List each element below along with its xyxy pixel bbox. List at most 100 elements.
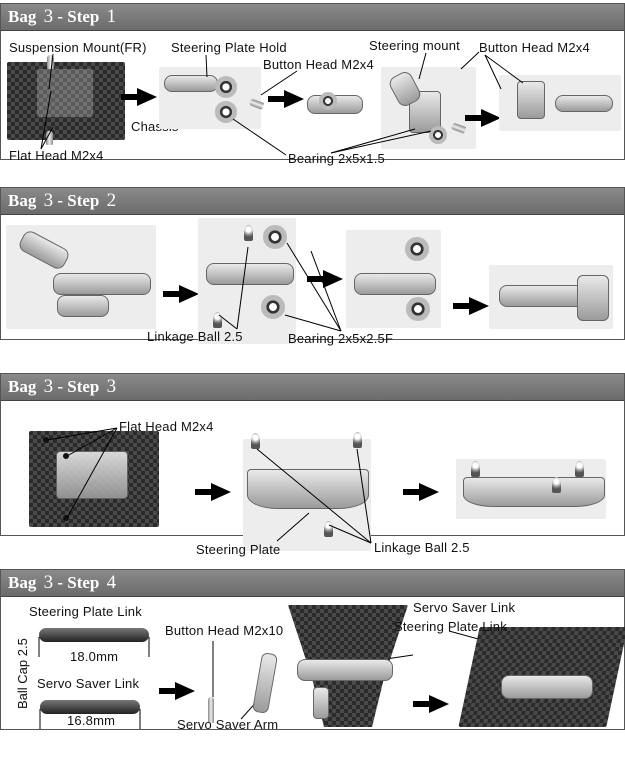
steering-assembly-result-image [501, 675, 593, 699]
arrow-icon [403, 483, 439, 501]
step-3-panel: Bag 3 - Step 3 Flat Head M2x4 Steering P… [0, 373, 625, 557]
button-head-label-1: Button Head M2x4 [263, 57, 374, 72]
step-number: 2 [106, 190, 117, 211]
step-2-body: Linkage Ball 2.5 Bearing 2x5x2.5F [1, 215, 624, 346]
step-label: - Step [57, 191, 100, 210]
ball-cap-label: Ball Cap 2.5 [15, 638, 30, 709]
linkage-ball-image [575, 461, 584, 477]
bearing-image [215, 76, 237, 98]
arrow-icon [195, 483, 231, 501]
step-3-header: Bag 3 - Step 3 [1, 374, 624, 401]
step-1-header: Bag 3 - Step 1 [1, 4, 624, 31]
linkage-ball-image [353, 432, 362, 448]
steering-plate-hold-result-image [555, 95, 613, 112]
bearing-image [263, 225, 287, 249]
bearing-image [429, 126, 447, 144]
steering-plate-hold-label: Steering Plate Hold [171, 40, 287, 55]
linkage-ball-image [251, 433, 260, 449]
bag-label: Bag [8, 191, 37, 210]
linkage-ball-image [324, 521, 333, 537]
step-2-header: Bag 3 - Step 2 [1, 188, 624, 215]
chassis-image [7, 62, 125, 140]
bag-number: 3 [43, 572, 54, 593]
button-head-label-2: Button Head M2x4 [479, 40, 590, 55]
bearing-image [406, 297, 430, 321]
step-label: - Step [57, 377, 100, 396]
steering-plate-link-label: Steering Plate Link [29, 604, 142, 619]
bearing-stack-image [577, 275, 609, 321]
flat-head-screw-image [46, 131, 53, 145]
step-1-body: Suspension Mount(FR) Flat Head M2x4 Chas… [1, 31, 624, 166]
steering-plate-image [247, 469, 369, 509]
bearing-label: Bearing 2x5x1.5 [288, 151, 385, 166]
arrow-icon [163, 285, 199, 303]
flat-head-label: Flat Head M2x4 [119, 419, 214, 434]
step-number: 1 [106, 6, 117, 27]
servo-saver-link-image [40, 700, 140, 714]
steering-mount-result-image [517, 81, 545, 119]
linkage-ball-image [552, 477, 561, 493]
suspension-mount-label: Suspension Mount(FR) [9, 40, 147, 55]
steering-plate-link-image [39, 628, 149, 642]
steering-plate-hold-image [164, 75, 218, 92]
step-3-body: Flat Head M2x4 Steering Plate Linkage Ba… [1, 401, 624, 557]
bag-label: Bag [8, 377, 37, 396]
step-4-header: Bag 3 - Step 4 [1, 570, 624, 597]
servo-saver-hub-image [313, 687, 329, 719]
flat-head-screw-image [47, 55, 54, 69]
bellcrank-image [206, 263, 294, 285]
bag-number: 3 [43, 6, 54, 27]
servo-saver-link-length: 16.8mm [67, 713, 116, 728]
bearing-image [215, 101, 237, 123]
step-4-panel: Bag 3 - Step 4 Ball Cap 2.5 Steering Pla… [0, 569, 625, 732]
button-head-screw-image [208, 697, 214, 723]
arrow-icon [453, 297, 489, 315]
step-label: - Step [57, 7, 100, 26]
linkage-ball-label: Linkage Ball 2.5 [147, 329, 243, 344]
servo-saver-arm-label: Servo Saver Arm [177, 717, 279, 732]
linkage-ball-label: Linkage Ball 2.5 [374, 540, 470, 555]
bellcrank-result-image [499, 285, 587, 307]
bearing-label: Bearing 2x5x2.5F [288, 331, 394, 346]
screw-marker-icon [63, 453, 69, 459]
step-4-body: Ball Cap 2.5 Steering Plate Link 18.0mm … [1, 597, 625, 732]
step-number: 3 [106, 376, 117, 397]
linkage-ball-image [471, 461, 480, 477]
screw-marker-icon [43, 437, 49, 443]
steering-arm-image [53, 273, 151, 295]
steering-plate-label: Steering Plate [196, 542, 281, 557]
step-1-panel: Bag 3 - Step 1 Suspension Mount(FR) Flat… [0, 3, 625, 166]
arrow-icon [268, 90, 304, 108]
screw-marker-icon [63, 515, 69, 521]
arrow-icon [413, 695, 449, 713]
bag-label: Bag [8, 573, 37, 592]
step-number: 4 [106, 572, 117, 593]
steering-plate-result-image [463, 477, 605, 507]
bag-label: Bag [8, 7, 37, 26]
step-2-panel: Bag 3 - Step 2 Linkage Ball 2.5 Bearing … [0, 187, 625, 346]
bellcrank-image [354, 273, 436, 295]
steering-plate-link-right-label: Steering Plate Link [394, 619, 507, 634]
arrow-icon [121, 88, 157, 106]
steering-mount-label: Steering mount [369, 38, 460, 53]
linkage-ball-image [213, 312, 222, 328]
arrow-icon [465, 109, 501, 127]
servo-saver-link-label: Servo Saver Link [37, 676, 140, 691]
flat-head-label: Flat Head M2x4 [9, 148, 104, 163]
chassis-bulkhead-image [37, 69, 93, 117]
button-head-label: Button Head M2x10 [165, 623, 284, 638]
steering-arm-image [57, 295, 109, 317]
steering-plate-link-length: 18.0mm [70, 649, 119, 664]
bearing-image [261, 295, 285, 319]
bag-number: 3 [43, 376, 54, 397]
linkage-ball-image [244, 225, 253, 241]
step-label: - Step [57, 573, 100, 592]
arrow-icon [307, 270, 343, 288]
bearing-image [405, 237, 429, 261]
servo-saver-arm-image [251, 652, 279, 714]
bearing-image [319, 92, 337, 110]
steering-plate-assembly-image [297, 659, 393, 681]
bag-number: 3 [43, 190, 54, 211]
servo-saver-link-right-label: Servo Saver Link [413, 600, 516, 615]
arrow-icon [159, 682, 195, 700]
